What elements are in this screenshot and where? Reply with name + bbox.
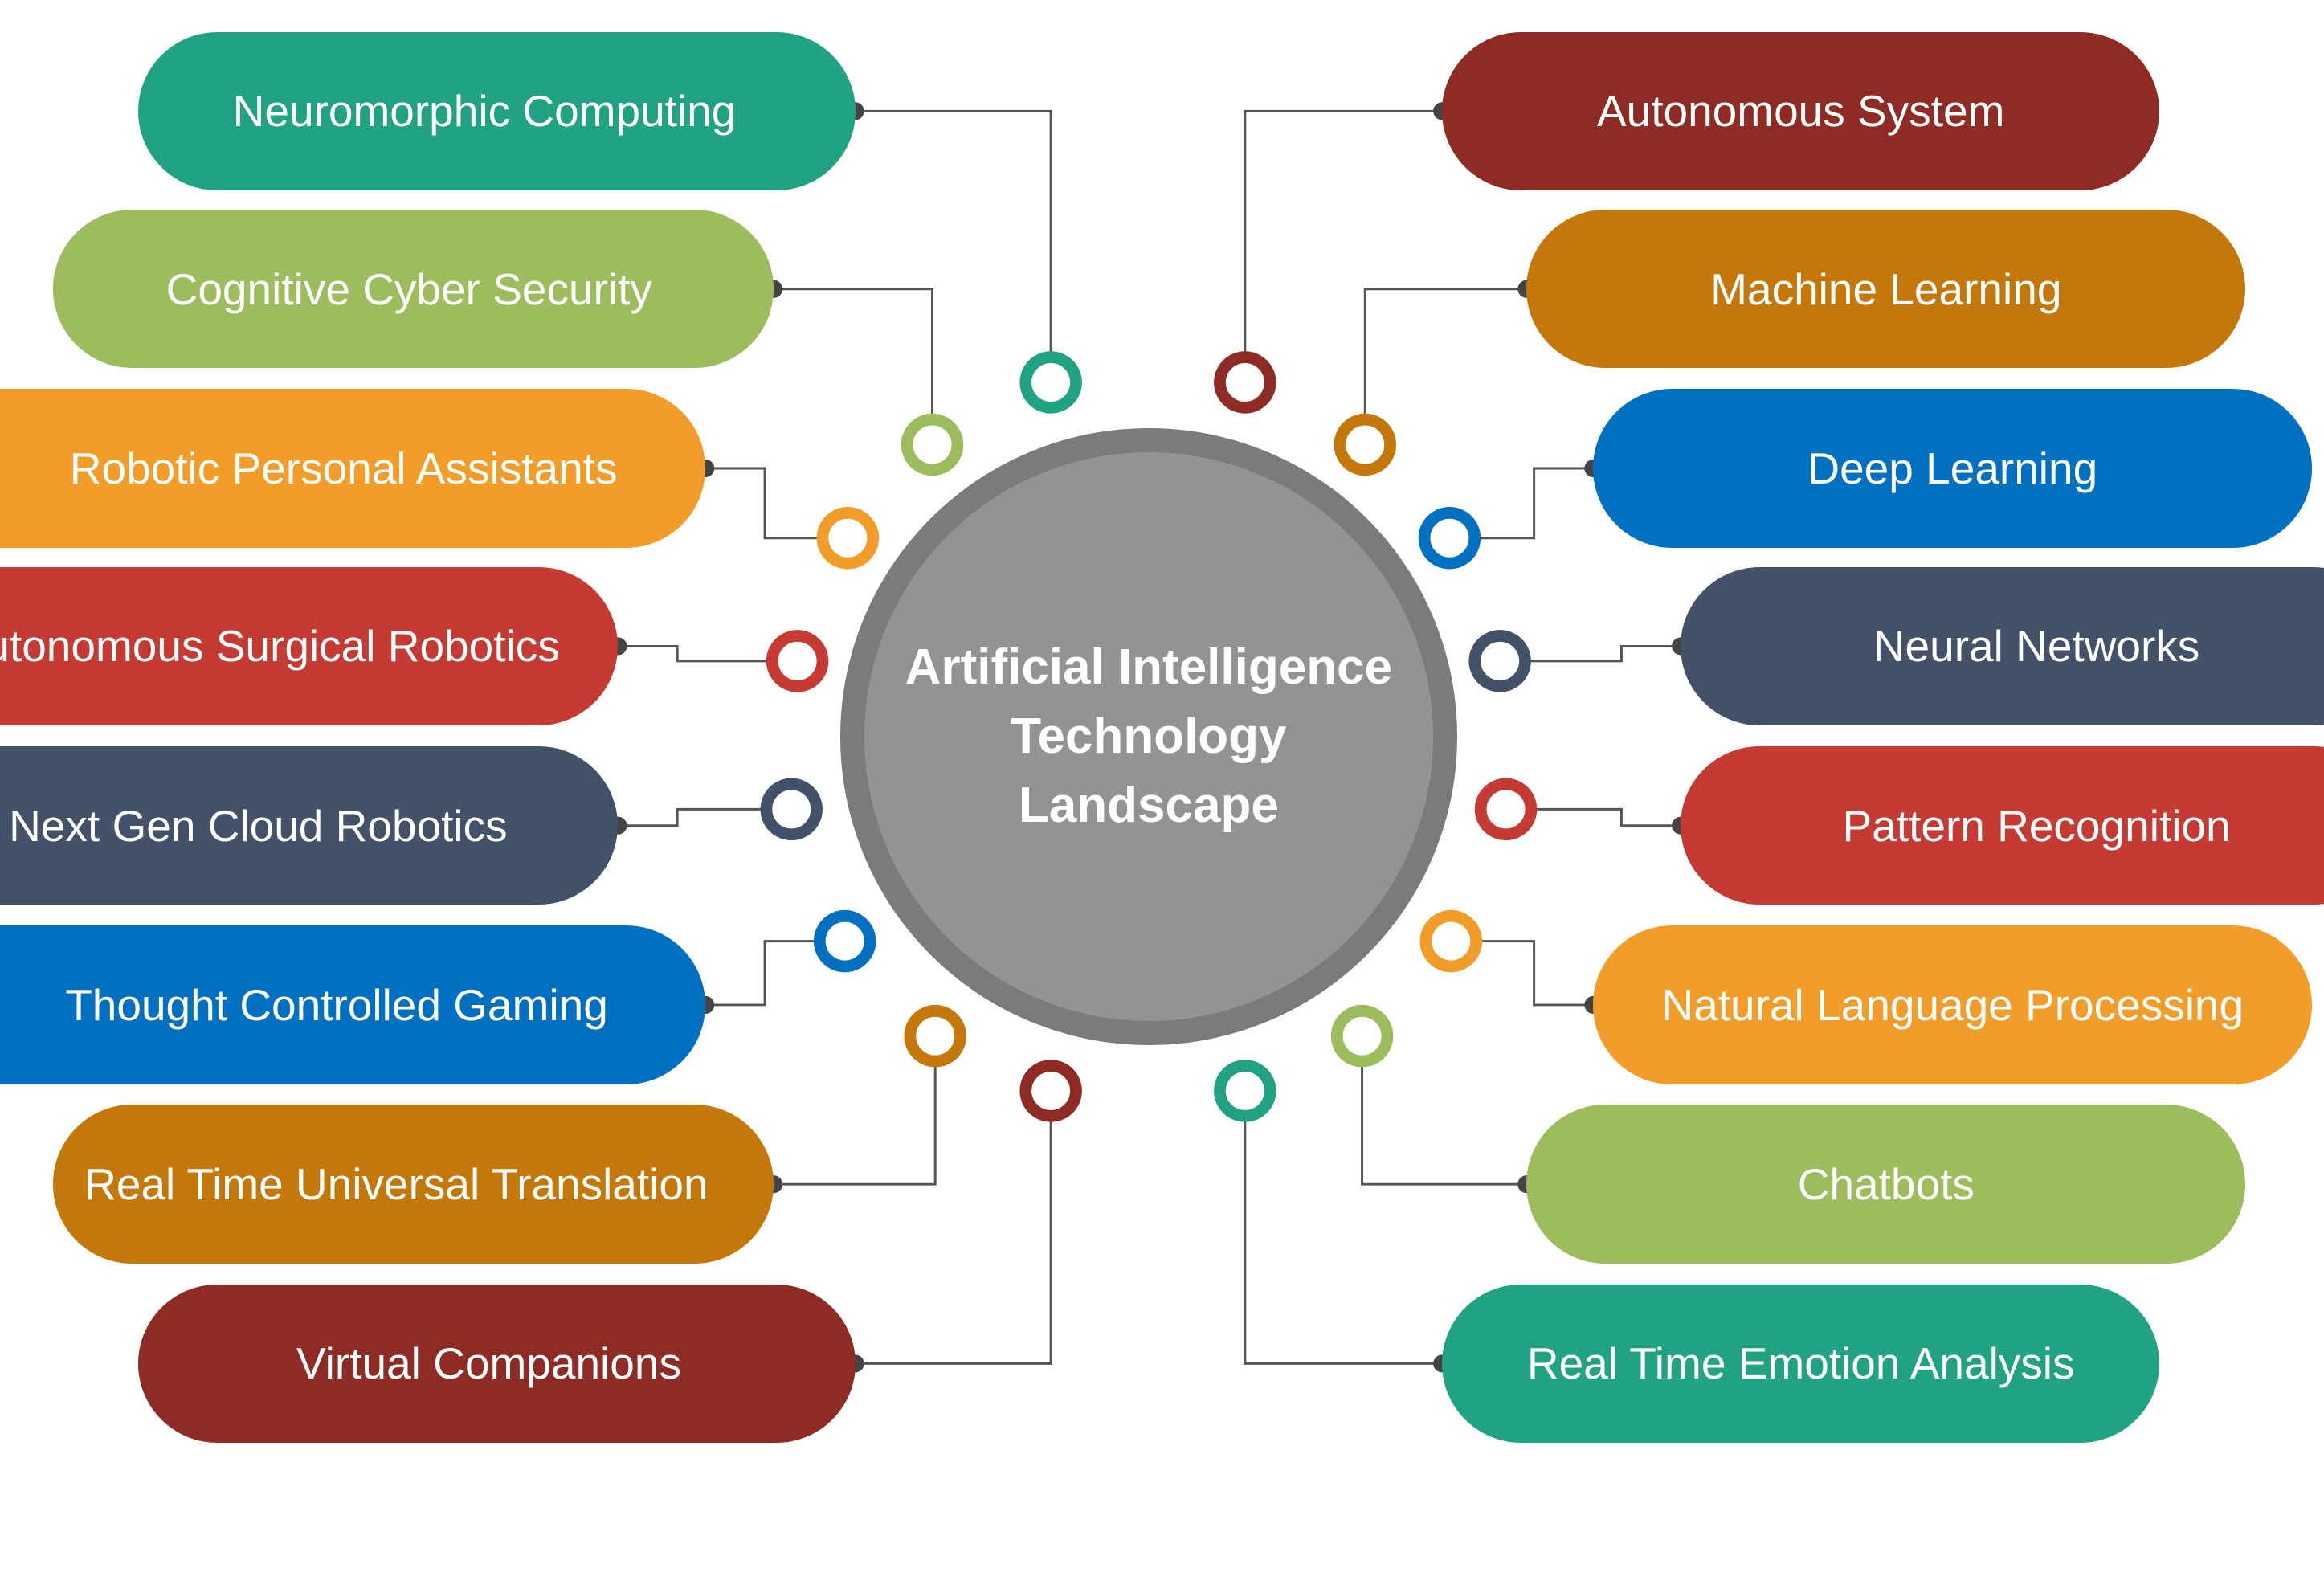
right-pill-label: Chatbots — [1797, 1159, 1975, 1210]
left-pill-label: Cognitive Cyber Security — [165, 263, 652, 314]
left-connector-6 — [705, 940, 845, 1007]
right-pill-label: Real Time Emotion Analysis — [1526, 1338, 2075, 1389]
right-connector-5 — [1505, 807, 1681, 827]
left-pill-5: Next Gen Cloud Robotics — [0, 745, 619, 905]
left-pill-2: Cognitive Cyber Security — [53, 210, 774, 369]
right-pill-6: Natural Language Processing — [1593, 925, 2313, 1084]
left-pill-7: Real Time Universal Translation — [53, 1105, 774, 1264]
right-pill-label: Natural Language Processing — [1661, 979, 2244, 1030]
right-pill-label: Deep Learning — [1807, 443, 2098, 494]
left-pill-label: Virtual Companions — [296, 1338, 681, 1389]
left-ring-marker-5 — [760, 778, 823, 841]
right-connector-7 — [1361, 1035, 1527, 1186]
right-pill-label: Machine Learning — [1710, 263, 2062, 314]
left-pill-label: Robotic Personal Assistants — [69, 443, 618, 494]
hub-title: Artificial Intelligence Technology Lands… — [905, 639, 1393, 833]
left-connector-7 — [774, 1035, 937, 1186]
left-pill-8: Virtual Companions — [137, 1284, 856, 1444]
left-pill-4: Autonomous Surgical Robotics — [0, 566, 619, 726]
left-pill-label: Neuromorphic Computing — [232, 86, 737, 137]
left-pill-label: Next Gen Cloud Robotics — [9, 800, 508, 851]
left-ring-marker-8 — [1019, 1060, 1082, 1122]
left-pill-label: Real Time Universal Translation — [84, 1159, 709, 1210]
right-ring-marker-2 — [1334, 413, 1397, 476]
left-pill-3: Robotic Personal Assistants — [0, 389, 706, 548]
right-pill-5: Pattern Recognition — [1681, 745, 2324, 905]
right-ring-marker-3 — [1418, 506, 1481, 570]
right-connector-8 — [1244, 1090, 1443, 1365]
right-pill-label: Neural Networks — [1873, 621, 2200, 672]
left-pill-label: Autonomous Surgical Robotics — [0, 621, 560, 672]
right-ring-marker-6 — [1419, 909, 1483, 973]
left-connector-1 — [855, 109, 1052, 383]
right-ring-marker-4 — [1468, 630, 1531, 692]
right-ring-marker-7 — [1330, 1004, 1394, 1068]
left-pill-6: Thought Controlled Gaming — [0, 925, 706, 1084]
right-ring-marker-1 — [1214, 351, 1276, 414]
left-connector-3 — [705, 467, 848, 540]
right-pill-7: Chatbots — [1526, 1105, 2246, 1264]
left-ring-marker-3 — [816, 506, 880, 570]
left-connector-4 — [618, 644, 798, 663]
right-pill-1: Autonomous System — [1442, 31, 2160, 191]
right-connector-6 — [1451, 940, 1594, 1007]
right-connector-4 — [1500, 644, 1681, 663]
right-ring-marker-5 — [1474, 778, 1538, 841]
right-pill-2: Machine Learning — [1526, 210, 2246, 369]
left-ring-marker-1 — [1019, 351, 1082, 414]
left-connector-8 — [855, 1090, 1052, 1365]
right-pill-3: Deep Learning — [1593, 389, 2313, 548]
left-ring-marker-7 — [904, 1004, 966, 1068]
left-ring-marker-2 — [901, 413, 964, 476]
right-pill-label: Pattern Recognition — [1842, 800, 2231, 851]
right-pill-label: Autonomous System — [1596, 86, 2005, 137]
right-ring-marker-8 — [1214, 1060, 1276, 1122]
left-pill-1: Neuromorphic Computing — [137, 31, 856, 191]
hub-circle: Artificial Intelligence Technology Lands… — [840, 428, 1457, 1045]
right-connector-2 — [1363, 288, 1527, 445]
right-pill-4: Neural Networks — [1681, 566, 2324, 726]
left-ring-marker-4 — [766, 630, 829, 692]
right-pill-8: Real Time Emotion Analysis — [1442, 1284, 2160, 1444]
right-connector-1 — [1244, 109, 1443, 383]
right-connector-3 — [1449, 467, 1594, 540]
left-ring-marker-6 — [813, 909, 876, 973]
left-connector-2 — [774, 288, 933, 445]
left-pill-label: Thought Controlled Gaming — [65, 979, 608, 1030]
left-connector-5 — [618, 807, 792, 827]
